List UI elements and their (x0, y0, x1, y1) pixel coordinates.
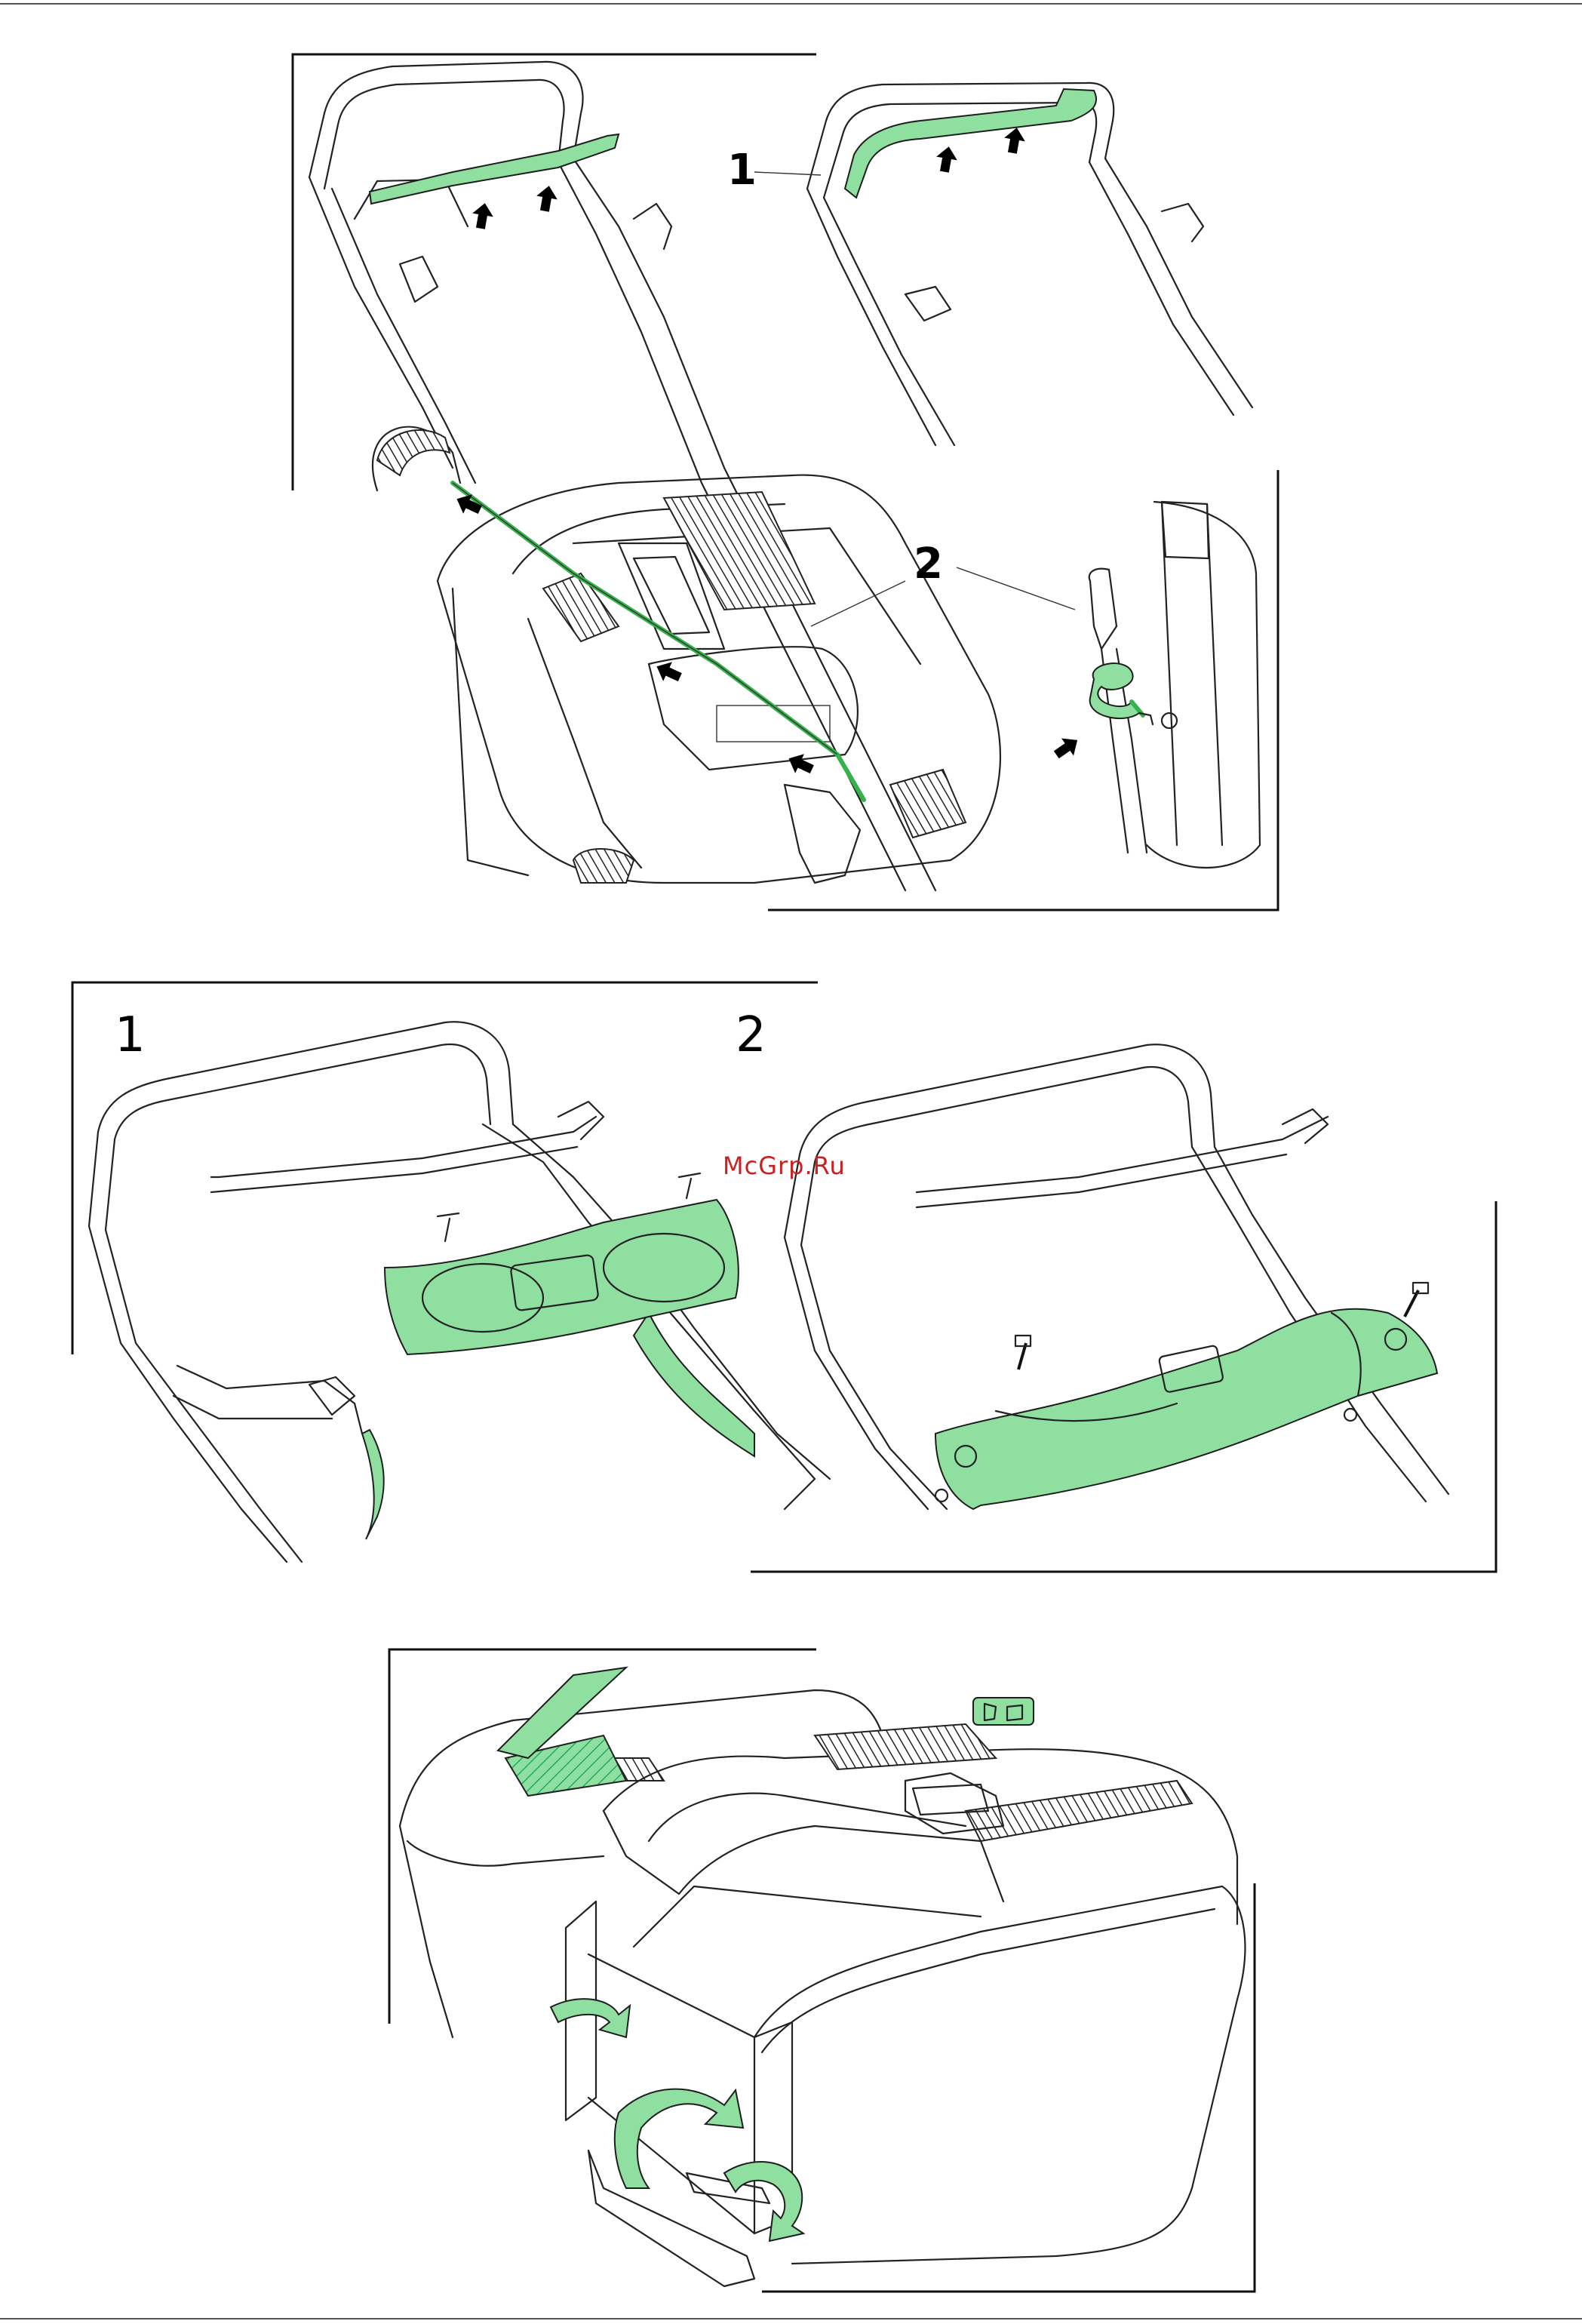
screw-left (438, 1213, 459, 1241)
bolt-left (1018, 1343, 1026, 1370)
frame-top-right (768, 470, 1278, 910)
step-label-1: 1 (115, 1011, 146, 1059)
rear-wheel (573, 849, 634, 883)
step1-handle (89, 1022, 830, 1562)
figure-grass-bag (389, 1649, 1255, 2292)
rotate-arrow-icon (551, 1999, 630, 2037)
arrow-icon (785, 749, 817, 779)
step1-strap-highlight (634, 1313, 754, 1456)
nut-right (1344, 1409, 1356, 1421)
front-vent (890, 770, 966, 838)
arrow-icon (470, 201, 495, 230)
figure-cover-panel (72, 982, 1496, 1572)
arrow-icon (534, 184, 559, 213)
nut-left (935, 1489, 948, 1502)
callout-2: 2 (914, 543, 943, 586)
top-vent (815, 1724, 996, 1769)
bolt-right (1405, 1290, 1418, 1317)
figure-handle-and-cable (293, 54, 1278, 910)
screw-right (679, 1173, 700, 1198)
arrow-icon (934, 145, 959, 174)
watermark-text: McGrp.Ru (723, 1151, 846, 1180)
cable-coil-highlight (1090, 663, 1139, 718)
side-vent (543, 573, 619, 641)
leader-line-2b (957, 567, 1075, 610)
vent-grille (664, 492, 815, 610)
arrow-icon (1050, 731, 1083, 763)
callout-1: 1 (727, 149, 757, 192)
frame-bottom-left (389, 1649, 816, 2024)
step2-handle (785, 1044, 1448, 1509)
frame-bottom-right (762, 1883, 1255, 2292)
lever-grip (377, 430, 450, 475)
hex-nut (1162, 713, 1177, 728)
step-label-2: 2 (736, 1011, 766, 1059)
step1-cable-highlight (362, 1430, 384, 1539)
fill-indicator-icon (973, 1698, 1034, 1725)
cable-clip-detail (1089, 502, 1260, 868)
frame-top-left (293, 54, 816, 490)
arrow-icon (1002, 126, 1027, 155)
step2-cover-panel (935, 1309, 1437, 1509)
handle-right-view (807, 83, 1252, 445)
grass-bag-body (400, 1668, 1245, 2286)
